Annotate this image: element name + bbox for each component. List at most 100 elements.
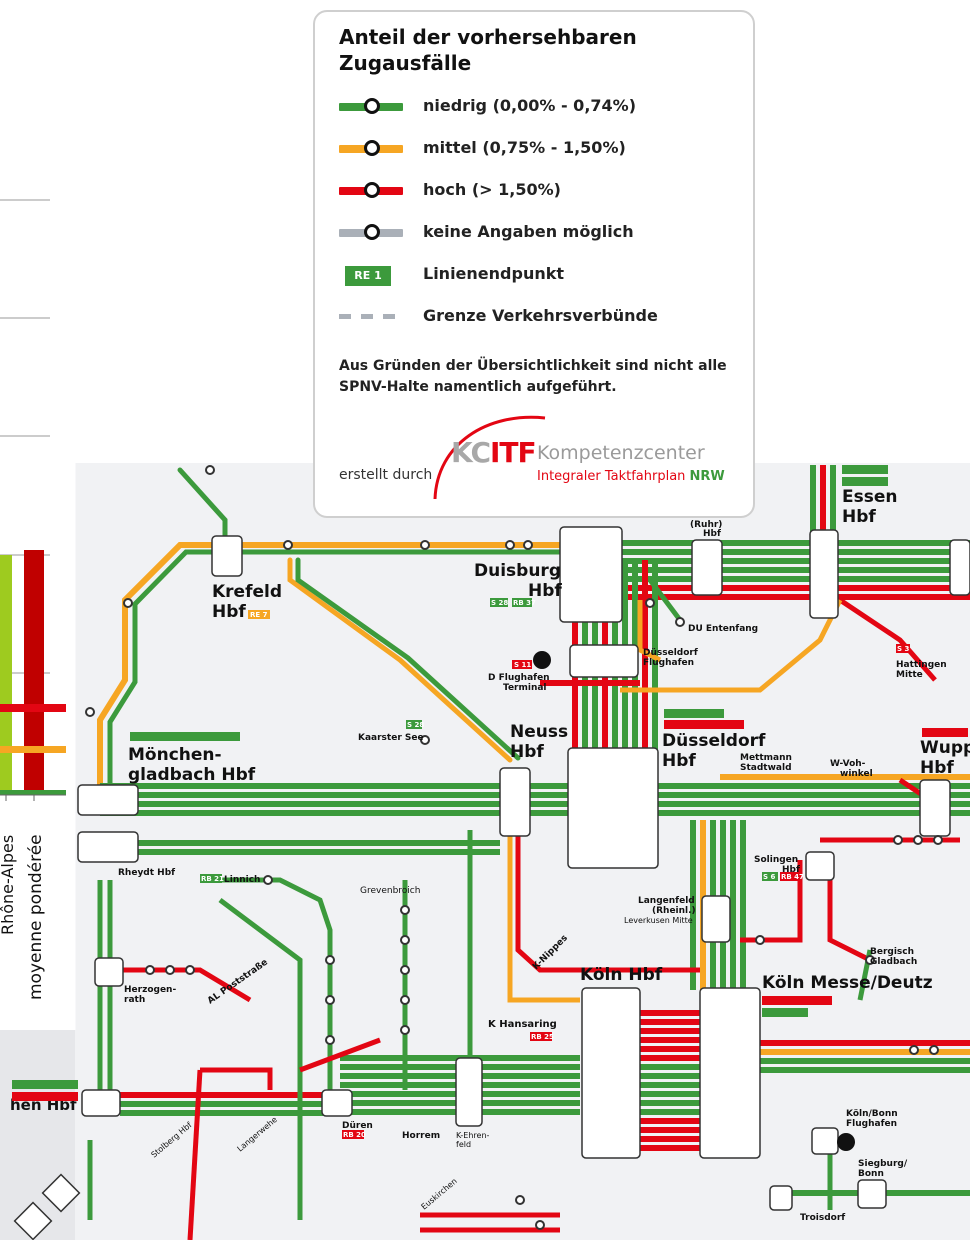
grevenbroich-label: Grevenbroich xyxy=(360,886,420,896)
legend-row-endpoint: RE 1 Linienendpunkt xyxy=(339,260,739,290)
neuss-label-2: Hbf xyxy=(510,742,544,762)
legend-symbol-high xyxy=(339,182,403,200)
airport-icon xyxy=(837,1133,855,1151)
d-flughafen-terminal-label: D Flughafen xyxy=(488,673,550,683)
k-ehrenfeld-label: K-Ehren- xyxy=(456,1131,490,1140)
legend-label-low: niedrig (0,00% - 0,74%) xyxy=(423,96,636,115)
credit-prefix: erstellt durch xyxy=(339,467,432,483)
org-subtitle: Integraler Taktfahrplan NRW xyxy=(537,469,725,484)
siegburg-label: Siegburg/ xyxy=(858,1159,908,1169)
threshold-mid xyxy=(0,746,66,753)
herzogenrath-label-2: rath xyxy=(124,995,145,1005)
mg-box xyxy=(78,785,138,815)
org-sub-text: Integraler Taktfahrplan xyxy=(537,469,685,484)
mg-label-2: gladbach Hbf xyxy=(128,765,256,785)
badge-rb47: RB 47 xyxy=(781,873,804,881)
bergisch-gladbach-label: Bergisch xyxy=(870,947,914,957)
legend-row-mid: mittel (0,75% - 1,50%) xyxy=(339,134,739,164)
siegburg-box xyxy=(858,1180,886,1208)
legend-row-none: keine Angaben möglich xyxy=(339,218,739,248)
badge-rb37: RB 37 xyxy=(513,599,536,607)
kcitf-logo: KCITF xyxy=(451,436,536,469)
station-circle-icon xyxy=(364,224,380,240)
solingen-label: Solingen xyxy=(754,855,798,865)
legend-label-high: hoch (> 1,50%) xyxy=(423,180,561,199)
bergisch-gladbach-label-2: Gladbach xyxy=(870,957,917,967)
logo-grey-text: KC xyxy=(451,436,490,469)
logo-red-text: ITF xyxy=(490,436,536,469)
station-circle-icon xyxy=(364,98,380,114)
badge-rb20: RB 20 xyxy=(343,1131,366,1139)
badge-s2: S 28 xyxy=(491,599,508,607)
legend-row-high: hoch (> 1,50%) xyxy=(339,176,739,206)
legend-title: Anteil der vorhersehbaren Zugausfälle xyxy=(339,24,739,76)
wuppertal-label-2: Hbf xyxy=(920,758,954,778)
threshold-high xyxy=(0,704,66,712)
wuppertal-label: Wupp xyxy=(920,738,970,758)
wuppertal-box xyxy=(920,780,950,836)
rheydt-label: Rheydt Hbf xyxy=(118,868,175,878)
mettmann-label-2: Stadtwald xyxy=(740,763,792,773)
org-name: Kompetenzcenter xyxy=(537,442,705,464)
station-circle-icon xyxy=(364,182,380,198)
dashed-border-icon xyxy=(339,308,403,326)
duesseldorf-box xyxy=(568,748,658,868)
vohwinkel-label-2: winkel xyxy=(840,769,873,779)
duesseldorf-label-2: Hbf xyxy=(662,751,696,771)
krefeld-label: Krefeld xyxy=(212,582,282,602)
langenfeld-label-3: Leverkusen Mitte xyxy=(624,916,693,925)
koeln-hbf-label: Köln Hbf xyxy=(580,965,663,985)
badge-s6: S 6 xyxy=(763,873,775,881)
k-hansaring-label: K Hansaring xyxy=(488,1019,557,1030)
langenfeld-label: Langenfeld xyxy=(638,896,695,906)
herzogenrath-box xyxy=(95,958,123,986)
bar-region xyxy=(0,555,12,795)
essen-label-2: Hbf xyxy=(842,507,876,527)
troisdorf-box xyxy=(770,1186,792,1210)
ruhr-box xyxy=(692,540,722,595)
ruhr2-box xyxy=(950,540,970,595)
k-ehrenfeld-box xyxy=(456,1058,482,1126)
ddf-flughafen-label: Düsseldorf xyxy=(643,648,698,658)
legend-symbol-endpoint: RE 1 xyxy=(339,266,403,284)
badge-rb25: RB 25 xyxy=(531,1033,554,1041)
endpoint-badge: RE 1 xyxy=(345,266,391,286)
koeln-bonn-box xyxy=(812,1128,838,1154)
badge-rb21: RB 21 xyxy=(201,875,224,883)
legend-title-line2: Zugausfälle xyxy=(339,50,739,76)
du-entenfang-label: DU Entenfang xyxy=(688,624,758,634)
duisburg-label: Duisburg xyxy=(474,561,561,581)
linnich-label: Linnich xyxy=(224,875,260,885)
ruhr-label-2: Hbf xyxy=(703,529,721,539)
kaarster-see-label: Kaarster See xyxy=(358,733,424,743)
hattingen-label-2: Mitte xyxy=(896,670,923,680)
rheydt-box xyxy=(78,832,138,862)
chart-label-region: Rhône-Alpes xyxy=(0,835,17,935)
legend-title-line1: Anteil der vorhersehbaren xyxy=(339,24,739,50)
duesseldorf-label: Düsseldorf xyxy=(662,731,766,751)
mg-label: Mönchen- xyxy=(128,745,222,765)
chart-label-average: moyenne pondérée xyxy=(26,834,46,1000)
troisdorf-label: Troisdorf xyxy=(800,1213,845,1223)
legend-card: Anteil der vorhersehbaren Zugausfälle ni… xyxy=(313,10,755,518)
k-ehrenfeld-label-2: feld xyxy=(456,1140,471,1149)
badge-s11: S 11 xyxy=(514,661,531,669)
solingen-box xyxy=(806,852,834,880)
siegburg-label-2: Bonn xyxy=(858,1169,884,1179)
koeln-messe-box xyxy=(700,988,760,1158)
legend-symbol-mid xyxy=(339,140,403,158)
koeln-bonn-label-2: Flughafen xyxy=(846,1119,897,1129)
background-chart-fragment xyxy=(0,200,66,801)
dueren-label: Düren xyxy=(342,1121,373,1131)
langenfeld-box xyxy=(702,896,730,942)
legend-label-border: Grenze Verkehrsverbünde xyxy=(423,306,658,325)
legend-row-low: niedrig (0,00% - 0,74%) xyxy=(339,92,739,122)
koeln-hbf-box xyxy=(582,988,640,1158)
langenfeld-label-2: (Rheinl.) xyxy=(652,906,696,916)
legend-label-none: keine Angaben möglich xyxy=(423,222,634,241)
station-circle-icon xyxy=(364,140,380,156)
legend-symbol-low xyxy=(339,98,403,116)
org-sub-bold: NRW xyxy=(690,469,725,484)
badge-re7: RE 7 xyxy=(250,611,268,619)
ddf-flughafen-box xyxy=(570,645,638,677)
